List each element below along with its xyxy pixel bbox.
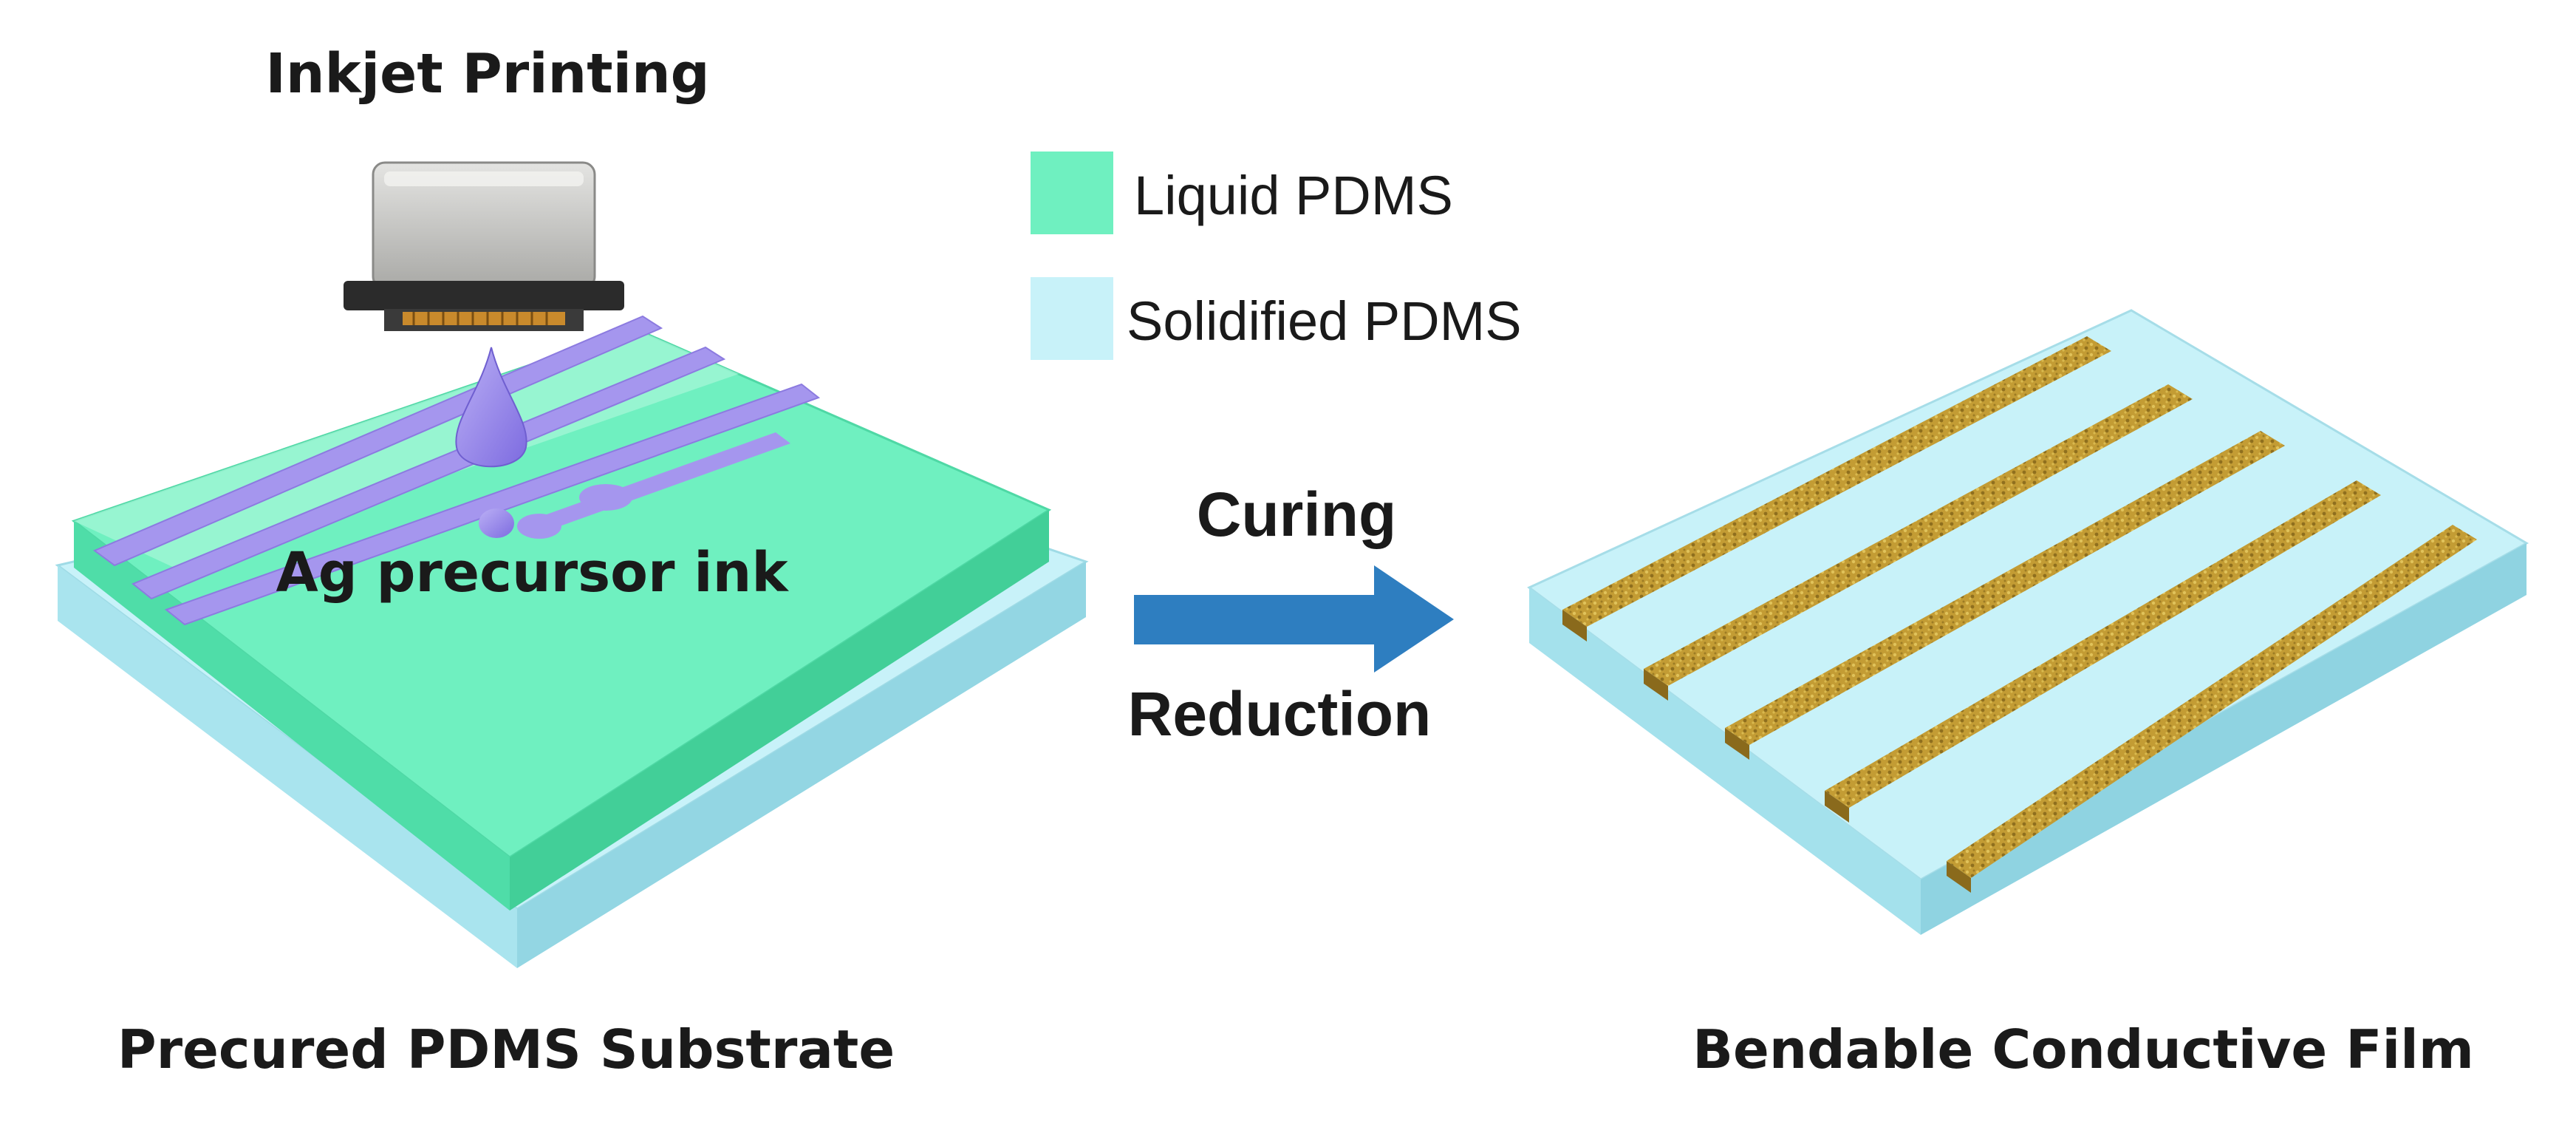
- ink-blob: [579, 484, 632, 511]
- liquid-layer-right: [510, 510, 1049, 911]
- film-front: [1529, 588, 1921, 935]
- silver-trace: [1644, 384, 2193, 701]
- silver-traces: [1562, 336, 2477, 893]
- legend-label-liquid-pdms: Liquid PDMS: [1134, 165, 1453, 226]
- ink-line: [164, 383, 821, 626]
- silver-trace: [1562, 336, 2111, 641]
- diagram-title: Inkjet Printing: [265, 42, 709, 106]
- ink-droplet: [455, 347, 527, 468]
- film-right: [1921, 543, 2527, 935]
- ink-line: [93, 315, 663, 567]
- inkjet-printhead: [344, 161, 624, 331]
- silver-trace: [1947, 525, 2477, 893]
- process-label-reduction: Reduction: [1128, 679, 1432, 749]
- caption-left: Precured PDMS Substrate: [117, 1018, 895, 1080]
- ink-label: Ag precursor ink: [276, 541, 789, 605]
- caption-right: Bendable Conductive Film: [1692, 1018, 2474, 1080]
- silver-trace: [1725, 431, 2285, 760]
- ink-blob: [479, 508, 514, 538]
- ink-blob: [517, 514, 561, 539]
- legend-swatch-liquid-pdms: [1031, 152, 1113, 234]
- process-arrow-group: Curing Reduction: [1128, 480, 1454, 749]
- legend-label-solidified-pdms: Solidified PDMS: [1127, 290, 1522, 352]
- solid-slab-front: [58, 565, 517, 968]
- solid-slab-right: [517, 562, 1086, 968]
- silver-trace: [1825, 480, 2381, 823]
- legend-swatch-solidified-pdms: [1031, 277, 1113, 360]
- right-arrow-icon: [1134, 565, 1454, 673]
- process-label-curing: Curing: [1197, 480, 1397, 549]
- conductive-film-illustration: [1527, 309, 2529, 935]
- legend: Liquid PDMS Solidified PDMS: [1031, 152, 1522, 360]
- precured-substrate-illustration: [55, 161, 1089, 968]
